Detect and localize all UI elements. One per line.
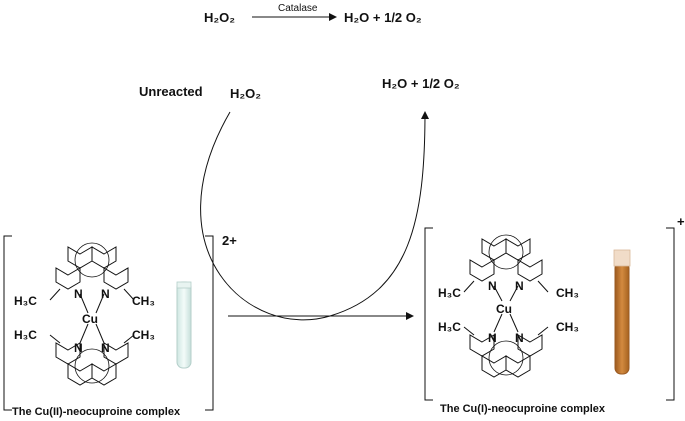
- left-coordination-bonds: [49, 288, 135, 344]
- right-bracket-close: [666, 227, 675, 401]
- left-bracket-open: [3, 235, 12, 411]
- left-caption: The Cu(II)-neocuproine complex: [12, 406, 181, 418]
- right-caption: The Cu(I)-neocuproine complex: [440, 403, 606, 415]
- cycle-curve-arrow: [200, 111, 429, 321]
- left-methyl-3: H₃C: [14, 328, 37, 342]
- catalase-label: Catalase: [278, 3, 318, 14]
- left-nitrogen-2: N: [101, 287, 110, 301]
- left-methyl-1: H₃C: [14, 294, 37, 308]
- left-nitrogen-1: N: [74, 287, 83, 301]
- left-methyl-2: CH₃: [132, 294, 155, 308]
- left-nitrogen-3: N: [74, 341, 83, 355]
- left-ligand-bottom: [55, 342, 129, 386]
- right-test-tube: [613, 249, 631, 375]
- unreacted-label: Unreacted: [139, 84, 203, 99]
- left-ligand-top: [55, 242, 129, 290]
- top-reactant: H₂O₂: [204, 10, 235, 25]
- right-methyl-1: H₃C: [438, 286, 461, 300]
- unreacted-species: H₂O₂: [230, 86, 261, 101]
- right-methyl-2: CH₃: [556, 286, 579, 300]
- right-nitrogen-1: N: [488, 279, 497, 293]
- right-charge: +: [677, 214, 685, 229]
- top-reaction: H₂O₂ Catalase H₂O + 1/2 O₂: [204, 3, 422, 25]
- right-copper: Cu: [496, 302, 512, 316]
- cycle: Unreacted H₂O₂ H₂O + 1/2 O₂: [139, 76, 460, 321]
- right-complex: + N N N N Cu H₃C: [424, 214, 685, 415]
- right-coordination-bonds: [463, 280, 549, 336]
- cycle-product: H₂O + 1/2 O₂: [382, 76, 460, 91]
- left-charge: 2+: [222, 233, 237, 248]
- right-ligand-top: [469, 234, 543, 282]
- left-complex: 2+ N N N N Cu H₃C: [3, 233, 237, 418]
- left-nitrogen-4: N: [101, 341, 110, 355]
- left-methyl-4: CH₃: [132, 328, 155, 342]
- left-bracket-close: [205, 235, 214, 411]
- right-nitrogen-3: N: [488, 331, 497, 345]
- right-methyl-3: H₃C: [438, 320, 461, 334]
- left-test-tube: [176, 281, 192, 369]
- right-methyl-4: CH₃: [556, 320, 579, 334]
- left-copper: Cu: [82, 312, 98, 326]
- right-nitrogen-2: N: [515, 279, 524, 293]
- top-product: H₂O + 1/2 O₂: [344, 10, 422, 25]
- right-ligand-bottom: [469, 334, 543, 378]
- right-nitrogen-4: N: [515, 331, 524, 345]
- right-bracket-open: [424, 227, 433, 401]
